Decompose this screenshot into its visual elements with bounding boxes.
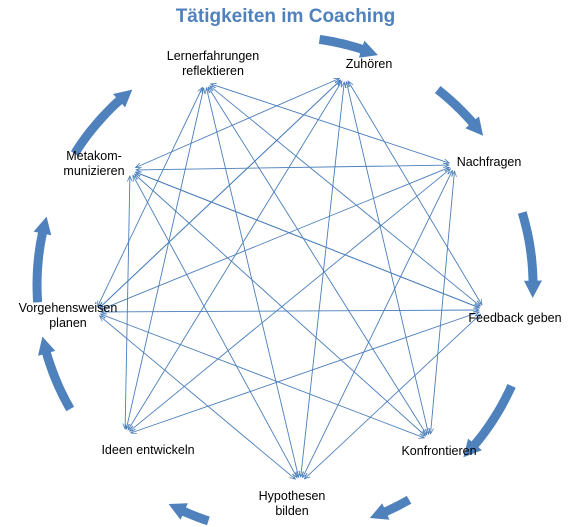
node-label-line: Nachfragen xyxy=(457,155,522,169)
node-label-line: Konfrontieren xyxy=(401,444,476,458)
edge-reflektieren-hypothesen xyxy=(206,88,298,477)
edge-zuhoeren-ideen xyxy=(128,81,342,430)
edge-reflektieren-ideen xyxy=(126,88,203,429)
edge-feedback-ideen xyxy=(131,312,480,433)
cycle-arrow-ideen-to-vorgehen xyxy=(38,336,75,412)
cycle-arrow-feedback-to-konfrontieren xyxy=(463,384,516,458)
edges-layer xyxy=(97,78,482,479)
edge-reflektieren-konfrontieren xyxy=(208,87,427,435)
cycle-arrow-meta-to-reflektieren xyxy=(70,89,133,156)
node-label-zuhoeren: Zuhören xyxy=(346,57,393,71)
edge-vorgehen-zuhoeren xyxy=(99,80,340,308)
node-label-konfrontieren: Konfrontieren xyxy=(401,444,476,458)
node-label-line: Metakom- xyxy=(66,149,122,163)
node-label-meta: Metakom-munizieren xyxy=(63,149,124,178)
diagram-title: Tätigkeiten im Coaching xyxy=(175,6,396,27)
edge-feedback-vorgehen xyxy=(101,310,479,312)
node-label-line: Hypothesen xyxy=(259,489,326,503)
edge-meta-feedback xyxy=(136,172,480,308)
edge-konfrontieren-vorgehen xyxy=(101,314,425,438)
cycle-arrow-zuhoeren-to-nachfragen xyxy=(434,86,484,136)
cycle-arrow-reflektieren-to-zuhoeren xyxy=(318,35,378,58)
edge-zuhoeren-meta xyxy=(136,78,340,167)
node-label-line: munizieren xyxy=(63,164,124,178)
node-label-line: Lernerfahrungen xyxy=(167,49,259,63)
cycle-arrow-konfrontieren-to-hypothesen xyxy=(369,495,412,520)
cycle-arrow-hypothesen-to-ideen xyxy=(168,503,210,526)
node-label-line: bilden xyxy=(275,504,308,518)
edge-nachfragen-konfrontieren xyxy=(431,171,455,434)
edge-nachfragen-meta xyxy=(136,165,449,170)
node-label-line: planen xyxy=(49,316,87,330)
node-label-nachfragen: Nachfragen xyxy=(457,155,522,169)
cycle-arrow-vorgehen-to-meta xyxy=(32,216,52,303)
node-label-line: Feedback geben xyxy=(468,311,561,325)
node-label-line: Zuhören xyxy=(346,57,393,71)
edge-zuhoeren-hypothesen xyxy=(301,82,345,477)
cycle-arrows-layer xyxy=(32,35,542,526)
edge-nachfragen-ideen xyxy=(130,169,451,431)
edge-ideen-meta xyxy=(125,176,130,429)
node-label-line: reflektieren xyxy=(182,64,244,78)
node-label-line: Ideen entwickeln xyxy=(101,443,194,457)
edge-reflektieren-nachfragen xyxy=(211,84,450,163)
node-label-line: Vorgehensweisen xyxy=(19,301,118,315)
node-label-ideen: Ideen entwickeln xyxy=(101,443,194,457)
edge-hypothesen-meta xyxy=(133,175,297,477)
node-label-feedback: Feedback geben xyxy=(468,311,561,325)
edge-zuhoeren-konfrontieren xyxy=(346,82,428,434)
cycle-arrow-nachfragen-to-feedback xyxy=(517,211,542,298)
